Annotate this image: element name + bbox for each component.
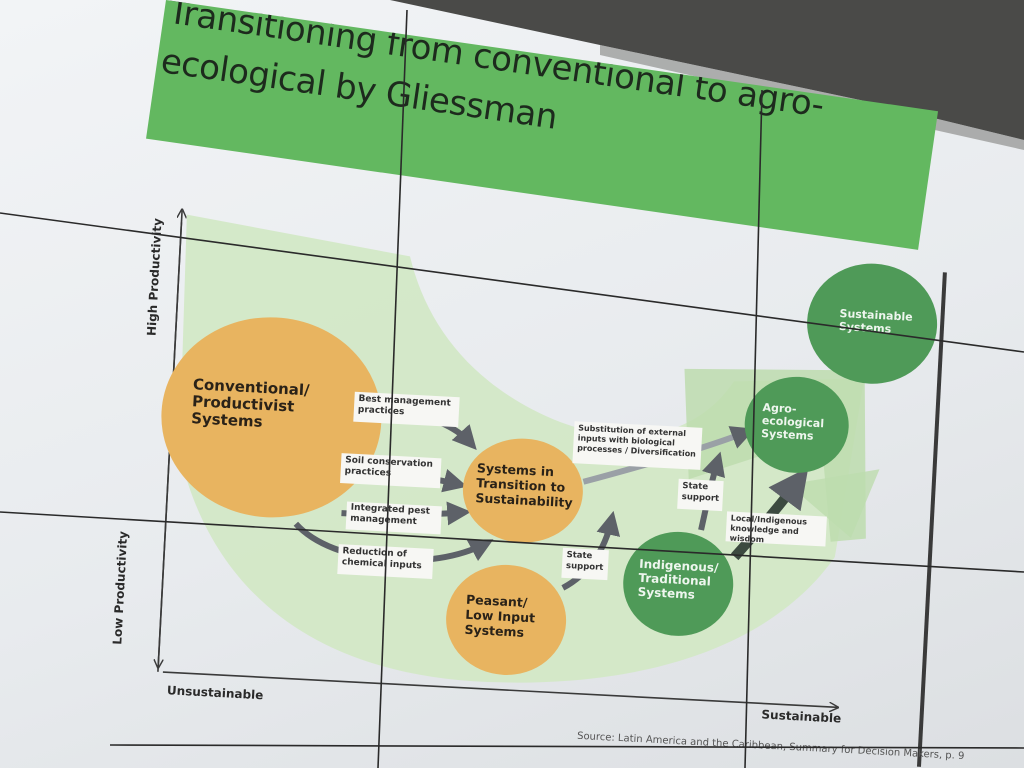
box-soil-conservation xyxy=(340,453,442,489)
node-indigenous xyxy=(623,531,734,636)
box-state-support-1 xyxy=(561,547,609,581)
text-state-support-2: State support xyxy=(682,481,720,504)
node-agroecological xyxy=(744,376,849,473)
y-axis-high-label: High Productivity xyxy=(144,218,164,337)
arrow-head xyxy=(788,469,880,538)
slide-edge xyxy=(916,272,947,767)
text-soil-conservation: Soil conservation practices xyxy=(344,455,433,478)
text-best-management: Best management practices xyxy=(358,394,451,417)
text-integrated-pest: Integrated pest management xyxy=(350,503,430,527)
x-axis xyxy=(162,671,837,707)
projector-grid xyxy=(0,9,1024,768)
label-agroecological-box: Agro- ecological Systems xyxy=(761,401,825,443)
y-axis-low-label: Low Productivity xyxy=(110,531,130,645)
node-transition xyxy=(462,438,583,543)
label-conventional-box: Conventional/ Productivist Systems xyxy=(191,376,310,431)
box-state-support-2 xyxy=(677,478,724,512)
label-peasant-box: Peasant/ Low Input Systems xyxy=(464,592,535,640)
x-axis-high-label: Sustainable xyxy=(761,707,841,725)
label-transition-box: Systems in Transition to Sustainability xyxy=(475,460,573,510)
box-best-management xyxy=(353,391,460,428)
label-indigenous-box: Indigenous/ Traditional Systems xyxy=(637,557,718,602)
text-state-support-1: State support xyxy=(566,550,604,573)
box-substitution xyxy=(572,421,703,470)
text-local-knowledge: Local/Indigenous knowledge and wisdom xyxy=(730,514,808,545)
box-integrated-pest xyxy=(345,501,442,535)
text-substitution: Substitution of external inputs with bio… xyxy=(577,423,696,458)
node-sustainable xyxy=(807,263,938,384)
x-axis-low-label: Unsustainable xyxy=(167,683,264,702)
node-peasant xyxy=(446,564,567,675)
node-conventional xyxy=(161,317,382,518)
